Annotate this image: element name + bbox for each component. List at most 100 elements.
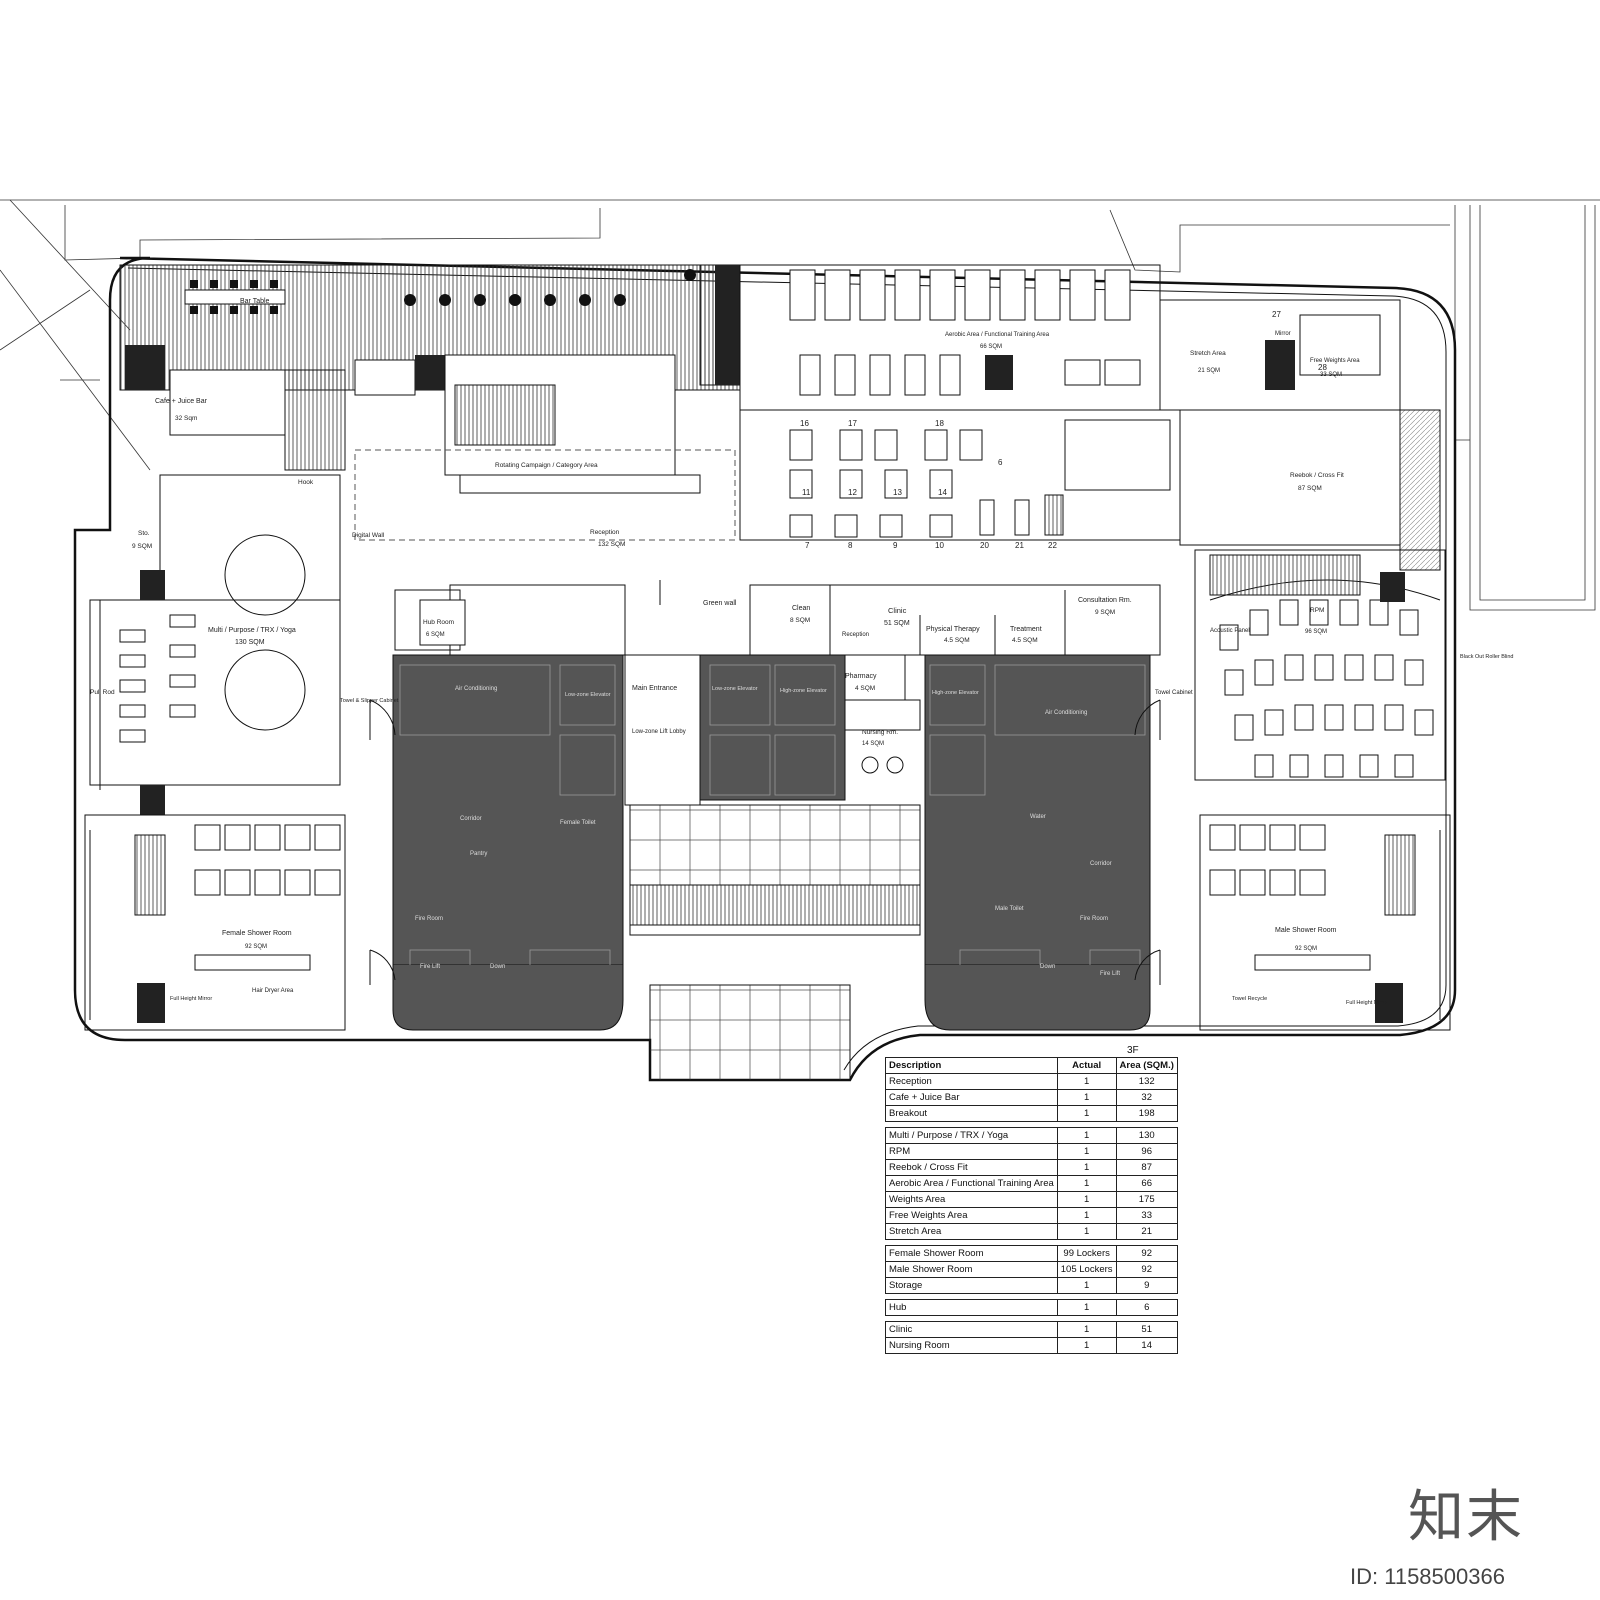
label-hook: Hook bbox=[298, 479, 314, 486]
label-female-shower: Female Shower Room bbox=[222, 930, 292, 937]
label-clean: Clean bbox=[792, 605, 810, 612]
row-actual: 1 bbox=[1056, 1175, 1117, 1192]
label-stretch: Stretch Area bbox=[1190, 350, 1226, 357]
equip-num: 21 bbox=[1015, 541, 1024, 550]
treadmills bbox=[789, 269, 1141, 396]
row-description: Male Shower Room bbox=[885, 1261, 1058, 1278]
label-hair-dryer: Hair Dryer Area bbox=[252, 988, 294, 994]
label-pantry: Pantry bbox=[470, 851, 487, 857]
row-area: 66 bbox=[1115, 1175, 1178, 1192]
label-consultation-area: 9 SQM bbox=[1095, 609, 1115, 616]
equip-num: 9 bbox=[893, 541, 898, 550]
core-block-east bbox=[924, 654, 1151, 966]
image-id-label: ID: 1158500366 bbox=[1350, 1564, 1505, 1589]
label-multi: Multi / Purpose / TRX / Yoga bbox=[208, 627, 296, 634]
label-nursing-area: 14 SQM bbox=[862, 741, 884, 747]
label-air-cond-east: Air Conditioning bbox=[1045, 710, 1087, 716]
label-pull-rod: Pull Rod bbox=[90, 689, 115, 696]
row-area: 130 bbox=[1115, 1127, 1178, 1144]
row-area: 87 bbox=[1115, 1159, 1178, 1176]
row-description: Weights Area bbox=[885, 1191, 1058, 1208]
label-fire-room-east: Fire Room bbox=[1080, 916, 1108, 922]
label-water: Water bbox=[1030, 814, 1046, 820]
row-description: Storage bbox=[885, 1277, 1058, 1294]
row-actual: 1 bbox=[1056, 1105, 1117, 1122]
row-area: 96 bbox=[1115, 1143, 1178, 1160]
row-description: Cafe + Juice Bar bbox=[885, 1089, 1058, 1106]
label-female-shower-area: 92 SQM bbox=[245, 944, 267, 950]
label-male-shower-area: 92 SQM bbox=[1295, 946, 1317, 952]
label-hub-room: Hub Room bbox=[423, 619, 454, 626]
label-fire-lift-east: Fire Lift bbox=[1100, 971, 1120, 977]
label-rpm-area: 96 SQM bbox=[1305, 629, 1327, 635]
label-cafe: Cafe + Juice Bar bbox=[155, 398, 208, 405]
label-corridor-west: Corridor bbox=[460, 816, 482, 822]
weight-machines bbox=[789, 419, 1171, 538]
row-actual: 1 bbox=[1056, 1277, 1117, 1294]
clinic-block bbox=[749, 584, 1161, 656]
equip-num: 14 bbox=[938, 488, 947, 497]
label-sto: Sto. bbox=[138, 530, 150, 537]
label-male-shower: Male Shower Room bbox=[1275, 927, 1337, 934]
label-high-elev-2: High-zone Elevator bbox=[932, 690, 979, 696]
room-labels: Bar Table Cafe + Juice Bar 32 Sqm Rotati… bbox=[90, 298, 1514, 1006]
equip-num: 13 bbox=[893, 488, 902, 497]
label-corridor-east: Corridor bbox=[1090, 861, 1112, 867]
table-header-cell: Area (SQM.) bbox=[1115, 1057, 1178, 1074]
equip-num: 20 bbox=[980, 541, 989, 550]
label-multi-area: 130 SQM bbox=[235, 639, 265, 646]
label-treatment: Treatment bbox=[1010, 626, 1042, 633]
row-actual: 1 bbox=[1056, 1073, 1117, 1090]
row-actual: 1 bbox=[1056, 1223, 1117, 1240]
equip-num: 17 bbox=[848, 419, 857, 428]
equip-num: 16 bbox=[800, 419, 809, 428]
label-full-mirror-west: Full Height Mirror bbox=[170, 996, 212, 1002]
equip-num: 10 bbox=[935, 541, 944, 550]
row-description: RPM bbox=[885, 1143, 1058, 1160]
equip-num: 22 bbox=[1048, 541, 1057, 550]
row-area: 6 bbox=[1115, 1299, 1178, 1316]
equip-num: 11 bbox=[802, 488, 811, 497]
label-nursing: Nursing Rm. bbox=[862, 729, 898, 736]
row-description: Reception bbox=[885, 1073, 1058, 1090]
label-stretch-area: 21 SQM bbox=[1198, 368, 1220, 374]
rpm-studio bbox=[1194, 549, 1446, 781]
label-male-toilet: Male Toilet bbox=[995, 906, 1024, 912]
label-low-elev-2: Low-zone Elevator bbox=[712, 686, 758, 692]
row-actual: 99 Lockers bbox=[1056, 1245, 1117, 1262]
row-actual: 1 bbox=[1056, 1127, 1117, 1144]
label-reebok-area: 87 SQM bbox=[1298, 485, 1322, 492]
label-full-mirror-east: Full Height Mirror bbox=[1346, 1000, 1388, 1006]
label-lift-lobby: Low-zone Lift Lobby bbox=[632, 729, 686, 735]
floor-label: 3F bbox=[1127, 1045, 1139, 1056]
label-towel-slipper: Towel & Slipper Cabinet bbox=[340, 698, 399, 704]
row-area: 21 bbox=[1115, 1223, 1178, 1240]
label-towel-recycle: Towel Recycle bbox=[1232, 996, 1267, 1002]
row-area: 32 bbox=[1115, 1089, 1178, 1106]
row-description: Hub bbox=[885, 1299, 1058, 1316]
label-green-wall: Green wall bbox=[703, 600, 737, 607]
equip-num: 18 bbox=[935, 419, 944, 428]
row-actual: 1 bbox=[1056, 1337, 1117, 1354]
row-description: Clinic bbox=[885, 1321, 1058, 1338]
label-cafe-area: 32 Sqm bbox=[175, 415, 197, 422]
core-block-central bbox=[699, 654, 846, 801]
row-description: Nursing Room bbox=[885, 1337, 1058, 1354]
bar-stools bbox=[184, 269, 696, 314]
label-sto-area: 9 SQM bbox=[132, 543, 152, 550]
label-free-weights-area: 33 SQM bbox=[1320, 372, 1342, 378]
label-aerobic: Aerobic Area / Functional Training Area bbox=[945, 332, 1050, 338]
label-main-entrance: Main Entrance bbox=[632, 685, 677, 692]
label-reception: Reception bbox=[590, 529, 620, 536]
